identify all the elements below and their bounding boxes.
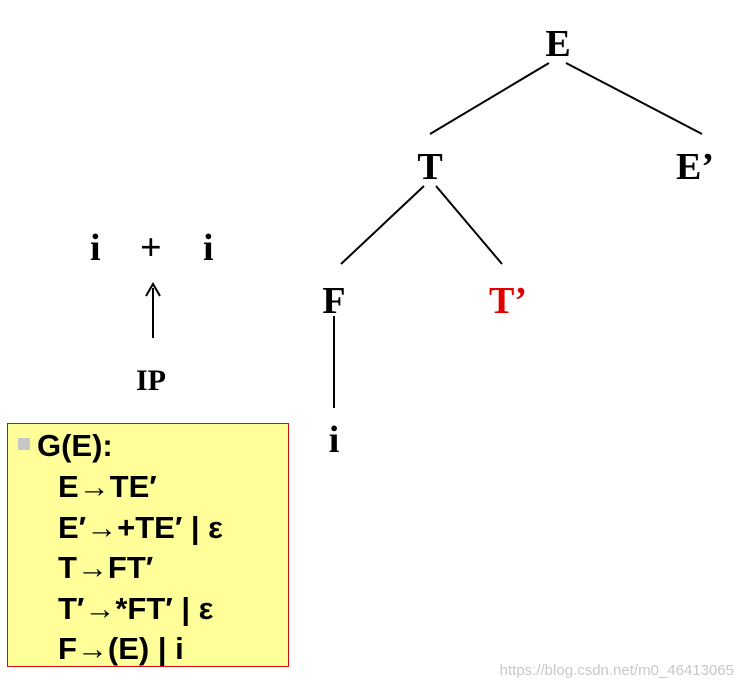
grammar-rule-4: T′→*FT′ | ε [58,591,214,626]
input-token-3: i [203,227,214,269]
node-E-prime: E’ [676,146,714,188]
node-E: E [545,23,570,65]
grammar-rule-2: E′→+TE′ | ε [58,510,223,545]
edge-T-F [340,185,425,265]
input-pointer-arrow-head [145,282,161,297]
node-T: T [417,146,442,188]
grammar-title: G(E): [37,428,113,463]
grammar-rule-1: E→TE′ [58,469,157,504]
watermark: https://blog.csdn.net/m0_46413065 [499,662,734,679]
grammar-box: G(E): E→TE′ E′→+TE′ | ε T→FT′ T′→*FT′ | … [7,423,289,667]
input-token-2: + [140,227,162,269]
edge-E-T [429,62,550,135]
node-T-prime: T’ [489,280,527,322]
input-pointer-label: IP [136,364,166,397]
input-token-1: i [90,227,101,269]
node-i: i [329,419,340,461]
grammar-rule-3: T→FT′ [58,550,154,585]
grammar-rule-5: F→(E) | i [58,631,184,666]
bullet-icon [18,438,30,450]
edge-T-Tprime [435,185,503,265]
edge-E-Eprime [565,62,703,135]
node-F: F [322,280,345,322]
